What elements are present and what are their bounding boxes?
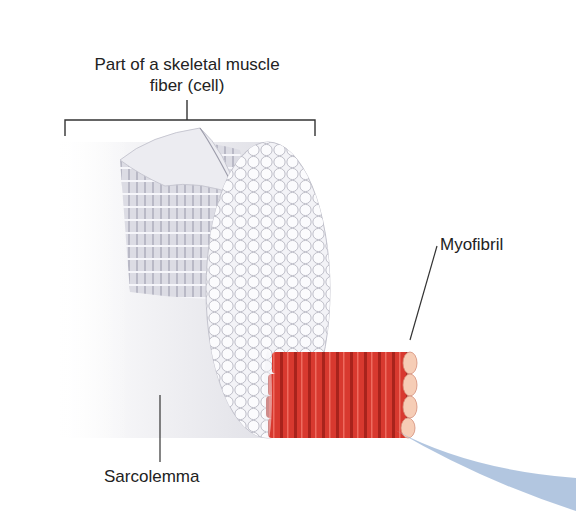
- part-label: Myofibril: [440, 234, 560, 255]
- leader-line: [410, 246, 437, 340]
- leader-line: [159, 395, 160, 462]
- bracket: [65, 100, 315, 136]
- figure-label: Part of a skeletal muscle fiber (cell): [92, 54, 282, 96]
- part-label: Sarcolemma: [104, 466, 244, 487]
